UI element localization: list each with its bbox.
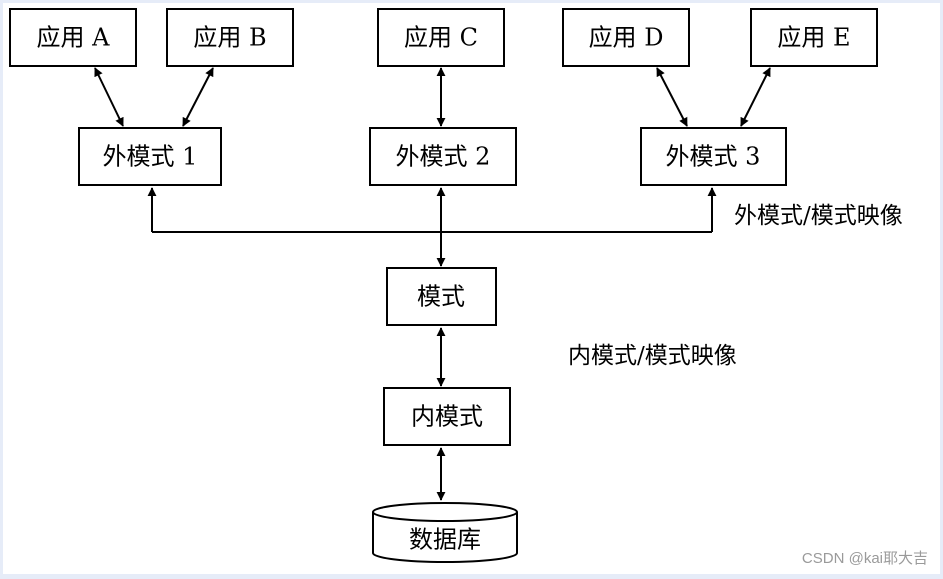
app-box-a: 应用 A xyxy=(9,8,137,67)
app-label-a: 应用 A xyxy=(37,24,111,52)
internal-schema-box: 内模式 xyxy=(383,387,511,446)
diagram-canvas: 应用 A 应用 B 应用 C 应用 D 应用 E 外模式 1 外模式 2 外模式… xyxy=(3,3,940,574)
internal-schema-mapping-label: 内模式/模式映像 xyxy=(568,343,737,369)
app-box-c: 应用 C xyxy=(377,8,505,67)
arrow-app-e-ext3 xyxy=(740,67,771,127)
app-label-b: 应用 B xyxy=(193,24,266,52)
schema-label: 模式 xyxy=(417,283,465,311)
arrow-app-a-ext1 xyxy=(94,67,124,127)
app-label-d: 应用 D xyxy=(589,24,664,52)
app-label-c: 应用 C xyxy=(404,24,478,52)
watermark: CSDN @kai耶大吉 xyxy=(802,550,928,567)
app-box-e: 应用 E xyxy=(750,8,878,67)
arrow-app-b-ext1 xyxy=(182,67,214,127)
internal-schema-label: 内模式 xyxy=(411,403,483,431)
app-label-e: 应用 E xyxy=(777,24,850,52)
arrow-app-d-ext3 xyxy=(656,67,688,127)
external-schema-mapping-label: 外模式/模式映像 xyxy=(734,203,903,229)
app-box-d: 应用 D xyxy=(562,8,690,67)
app-box-b: 应用 B xyxy=(166,8,294,67)
three-schema-diagram: 应用 A 应用 B 应用 C 应用 D 应用 E 外模式 1 外模式 2 外模式… xyxy=(9,8,928,567)
external-schema-label-1: 外模式 1 xyxy=(103,143,198,171)
external-schema-label-3: 外模式 3 xyxy=(666,143,761,171)
external-schema-box-2: 外模式 2 xyxy=(369,127,517,186)
database-label: 数据库 xyxy=(409,526,481,554)
external-schema-label-2: 外模式 2 xyxy=(396,143,491,171)
external-schema-box-3: 外模式 3 xyxy=(640,127,787,186)
schema-box: 模式 xyxy=(386,267,497,326)
external-schema-box-1: 外模式 1 xyxy=(78,127,222,186)
database-cylinder: 数据库 xyxy=(372,502,518,563)
